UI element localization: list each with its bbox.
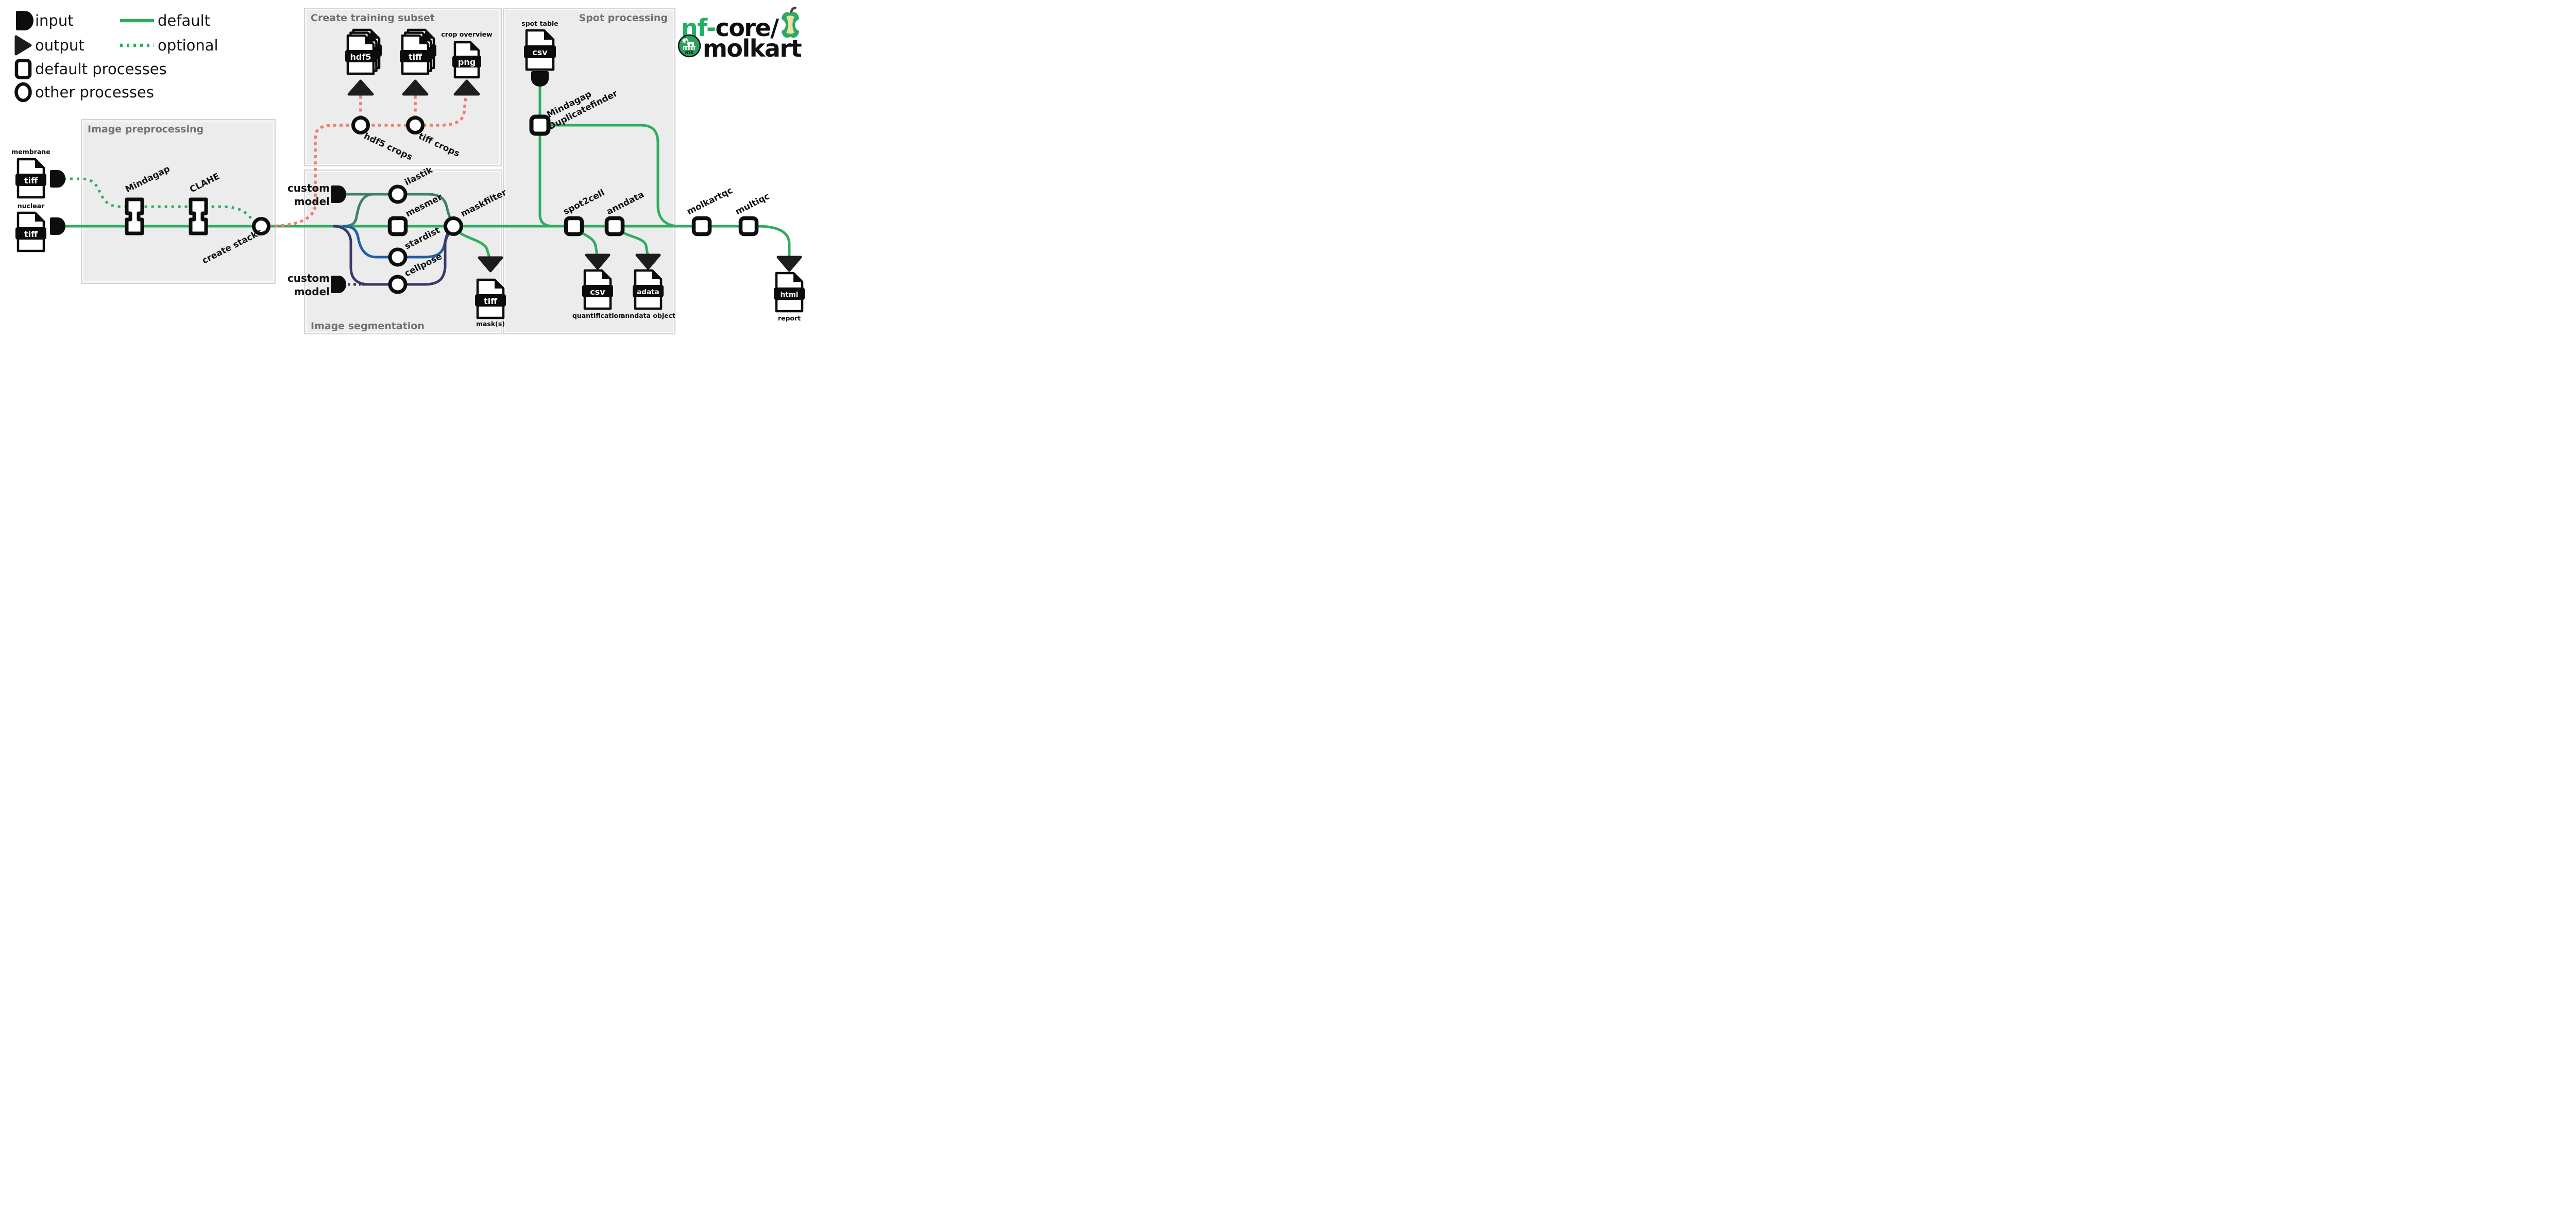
tiff-crops-file-stack: tiff (400, 28, 436, 75)
process-hdf5-crops (351, 116, 370, 134)
membrane-label: membrane (11, 148, 50, 156)
anndata-object-file-type: adata (637, 288, 659, 296)
multiqc-label: multiqc (734, 191, 771, 217)
apple-core-icon (782, 7, 799, 38)
edge-duplicatefinder-down (538, 134, 553, 228)
panel-title-image-preprocessing: Image preprocessing (88, 124, 204, 135)
hdf5-file-type: hdf5 (350, 52, 371, 62)
edge-cellpose-branch (332, 225, 369, 286)
custom-model-top-input-icon (331, 185, 346, 203)
process-anndata (604, 216, 625, 236)
edge-maskfilter-to-masks (457, 230, 491, 258)
crop-overview-label: crop overview (441, 30, 493, 38)
logo-core: core/ (716, 14, 779, 42)
molkart-pipeline-diagram: Image preprocessing Create training subs… (0, 0, 808, 340)
anndata-object-output-icon (635, 253, 661, 270)
edge-membrane-optional (63, 177, 259, 225)
spot-table-input-icon (531, 71, 549, 87)
diagram-svg: Image preprocessing Create training subs… (11, 7, 805, 334)
membrane-input-icon (50, 170, 65, 188)
crop-overview-png-file: crop overview png (441, 30, 493, 79)
edge-duplicatefinder-right (549, 124, 677, 228)
masks-file-type: tiff (484, 296, 498, 306)
custom-model-bottom-input-icon (331, 276, 346, 293)
edge-multiqc-to-report (756, 225, 791, 257)
custom-model-bottom-line2: model (294, 285, 330, 298)
quantification-file-type: csv (590, 287, 605, 297)
masks-tiff-file: tiff mask(s) (475, 278, 506, 328)
process-multiqc (738, 216, 759, 236)
legend-label-default-processes: default processes (35, 60, 167, 78)
hdf5-crops-file-stack: hdf5 (345, 28, 382, 75)
panel-title-create-training-subset: Create training subset (311, 12, 435, 24)
process-create-stacks (252, 217, 270, 235)
panel-title-spot-processing: Spot processing (579, 12, 668, 24)
masks-output-icon (478, 256, 503, 273)
logo-badge-text: mk (685, 50, 693, 56)
spot-table-file-type: csv (532, 47, 548, 57)
input-icon (16, 11, 33, 30)
process-mindagap (125, 197, 144, 235)
custom-model-top-line1: custom (287, 182, 330, 194)
process-molkartqc (691, 216, 712, 236)
circle-icon (14, 82, 32, 103)
process-spot2cell (564, 216, 584, 236)
png-output-icon (453, 79, 480, 96)
process-maskfilter (444, 216, 463, 236)
nuclear-tiff-file: nuclear tiff (15, 202, 46, 252)
spot-table-csv-file: spot table csv (521, 20, 558, 71)
legend-label-output: output (35, 37, 84, 54)
tiff-file-type: tiff (409, 52, 422, 62)
png-file-type: png (458, 57, 476, 67)
report-label: report (778, 314, 801, 322)
membrane-file-type: tiff (24, 176, 38, 185)
square-icon (14, 59, 32, 79)
output-icon (14, 35, 32, 56)
process-clahe (189, 197, 208, 235)
process-mindagap-duplicatefinder (529, 114, 551, 136)
legend: input output default processes other pro… (14, 11, 218, 103)
hdf5-output-icon (347, 79, 374, 96)
nuclear-label: nuclear (18, 202, 45, 210)
spot-table-label: spot table (521, 20, 558, 27)
nuclear-input-icon (50, 217, 65, 235)
anndata-object-label: anndata object (621, 312, 675, 319)
logo-molkart: molkart (703, 35, 802, 62)
report-file-type: html (781, 291, 799, 299)
tiff-output-icon (402, 79, 429, 96)
process-mesmer (387, 216, 408, 236)
anndata-object-adata-file: adata anndata object (621, 269, 675, 319)
quantification-output-icon (585, 253, 611, 270)
edge-create-stacks-to-crops (268, 95, 467, 228)
panel-title-image-segmentation: Image segmentation (311, 320, 425, 332)
svg-text:nf-core/: nf-core/ (681, 14, 779, 42)
masks-label: mask(s) (476, 320, 505, 328)
quantification-label: quantification (572, 312, 623, 319)
panel-image-preprocessing: Image preprocessing (81, 119, 276, 284)
custom-model-bottom-line1: custom (287, 272, 330, 284)
nf-core-molkart-logo: nf-core/ mk molkart (677, 7, 802, 62)
legend-label-other-processes: other processes (35, 83, 154, 101)
quantification-csv-file: csv quantification (572, 269, 623, 319)
nuclear-file-type: tiff (24, 229, 38, 239)
process-stardist (388, 247, 408, 267)
legend-label-input: input (35, 12, 74, 29)
process-ilastik (388, 184, 408, 204)
report-html-file: html report (774, 272, 805, 322)
membrane-tiff-file: membrane tiff (11, 148, 50, 199)
process-tiff-crops (406, 116, 425, 134)
edge-ilastik-branch (342, 193, 374, 228)
molkartqc-label: molkartqc (685, 185, 734, 217)
legend-label-optional: optional (158, 37, 218, 54)
custom-model-top-line2: model (294, 195, 330, 208)
legend-label-default: default (158, 12, 210, 29)
mk-badge-icon: mk (677, 34, 701, 58)
report-output-icon (776, 256, 802, 272)
process-cellpose (388, 275, 408, 294)
